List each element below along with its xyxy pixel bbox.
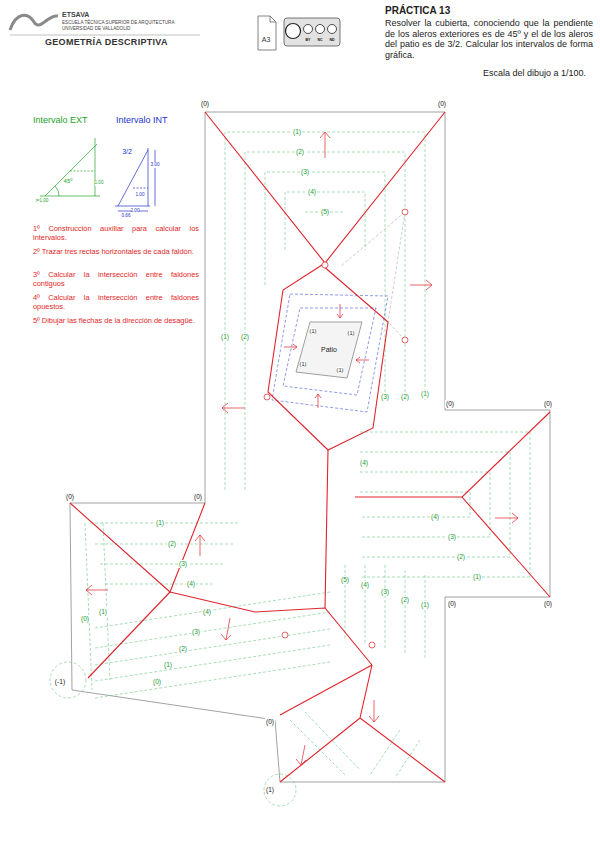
sheet-title: PRÁCTICA 13 <box>385 5 450 16</box>
eaves-level: (0) <box>543 400 553 407</box>
dimension-label: 1.00 <box>136 192 145 197</box>
license-term: ND <box>329 39 334 43</box>
school-subtitle: UNIVERSIDAD DE VALLADOLID <box>62 26 130 31</box>
contour-number: (5) <box>340 576 350 583</box>
step-note: 1º Construcción auxiliar para calcular l… <box>33 225 199 243</box>
contour-number: (2) <box>178 645 188 652</box>
contour-number: (3) <box>191 628 201 635</box>
contour-number: (4) <box>430 513 440 520</box>
interval-int-construction <box>115 148 155 211</box>
eaves-level: (0) <box>65 493 75 500</box>
eaves-level: (0) <box>193 493 203 500</box>
contour-number: (3) <box>178 560 188 567</box>
patio-level: (1) <box>337 367 344 373</box>
eaves-level: (0) <box>265 718 275 725</box>
contour-number: (2) <box>240 333 250 340</box>
contour-number: (5) <box>320 208 330 215</box>
sheet-format: A3 <box>262 36 271 44</box>
contour-number: (1) <box>420 601 430 608</box>
contour-number: (2) <box>456 553 466 560</box>
contour-number: (2) <box>400 393 410 400</box>
contour-number: (2) <box>167 540 177 547</box>
eaves-level: (0) <box>543 600 553 607</box>
patio-level: (1) <box>300 361 307 367</box>
eaves-outline <box>70 112 550 782</box>
interval-heading: Intervalo EXT <box>33 116 88 126</box>
license-icon <box>328 25 337 34</box>
contour-number: (3) <box>380 393 390 400</box>
interval-heading: Intervalo INT <box>116 116 168 126</box>
step-note: 5º Dibujar las flechas de la dirección d… <box>33 317 199 326</box>
contour-number: (4) <box>360 581 370 588</box>
eaves-level: (-1) <box>54 678 66 685</box>
dimension-label: i=1.00 <box>36 198 49 203</box>
license-badge <box>284 18 340 46</box>
contour-number: (1) <box>220 333 230 340</box>
contour-line <box>50 132 530 806</box>
step-note: 4º Calcular la intersección entre faldon… <box>33 294 199 312</box>
license-icon <box>316 25 325 34</box>
contour-number: (1) <box>155 519 165 526</box>
contour-number: (1) <box>420 390 430 397</box>
patio-level: (1) <box>348 330 355 336</box>
contour-number: (1) <box>163 661 173 668</box>
contour-number: (2) <box>400 596 410 603</box>
ridge-line <box>70 112 550 782</box>
license-icon <box>304 25 313 34</box>
contour-number: (1) <box>98 608 108 615</box>
intersection-point <box>264 209 408 648</box>
dimension-label: 2.00 <box>131 208 140 213</box>
patio-level: (1) <box>310 328 317 334</box>
eaves-level: (0) <box>200 100 210 107</box>
angle-label: 45º <box>64 178 73 185</box>
patio-outline <box>296 322 362 378</box>
dimension-label: 0.66 <box>122 213 131 218</box>
statement-text: Escala del dibujo a 1/100. <box>483 68 586 79</box>
contour-number: (0) <box>152 678 162 685</box>
contour-number: (4) <box>202 608 212 615</box>
dimension-label: 3.00 <box>151 162 160 167</box>
license-term: BY <box>306 39 311 43</box>
header-rule <box>10 35 200 36</box>
contour-number: (1) <box>292 128 302 135</box>
school-logo <box>10 15 58 30</box>
school-name: ETSAVA <box>62 11 89 19</box>
statement-text: Resolver la cubierta, conociendo que la … <box>385 18 593 60</box>
dimension-label: 1.00 <box>95 180 104 185</box>
contour-number: (3) <box>447 533 457 540</box>
contour-number: (0) <box>80 615 90 622</box>
step-note: 2º Trazar tres rectas horizontales de ca… <box>33 248 199 257</box>
patio-label: Patio <box>320 346 338 354</box>
slope-label: 3/2 <box>122 148 132 156</box>
school-subtitle: ESCUELA TÉCNICA SUPERIOR DE ARQUITECTURA <box>62 20 175 25</box>
contour-number: (4) <box>186 580 196 587</box>
contour-number: (4) <box>359 459 369 466</box>
eaves-level: (0) <box>437 100 447 107</box>
eaves-level: (1) <box>265 786 275 793</box>
course-name: GEOMETRÍA DESCRIPTIVA <box>45 38 168 48</box>
contour-number: (3) <box>380 588 390 595</box>
eaves-level: (0) <box>445 400 455 407</box>
interval-ext-construction <box>40 138 100 196</box>
eaves-level: (0) <box>447 600 457 607</box>
contour-number: (1) <box>472 573 482 580</box>
contour-number: (2) <box>295 148 305 155</box>
step-note: 3º Calcular la intersección entre faldon… <box>33 271 199 289</box>
license-icon <box>286 24 301 39</box>
sheet-icon <box>258 16 276 50</box>
contour-number: (3) <box>300 168 310 175</box>
license-term: NC <box>317 39 322 43</box>
contour-number: (4) <box>307 188 317 195</box>
patio-contour-line <box>272 294 388 412</box>
